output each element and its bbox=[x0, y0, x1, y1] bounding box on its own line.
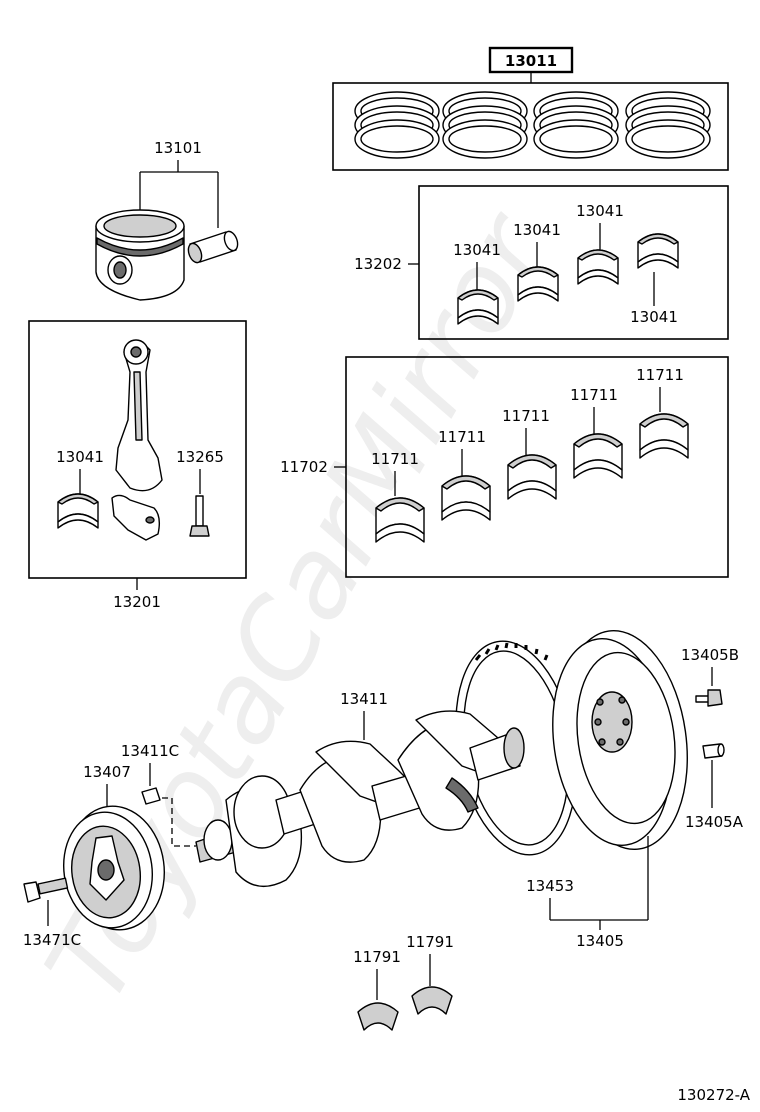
rod-bearing-set[interactable]: 13202 13041 13041 13041 13041 bbox=[354, 185, 729, 340]
ring-set-box bbox=[332, 82, 729, 171]
pulley-bolt-icon bbox=[23, 877, 69, 903]
pulley-icon bbox=[62, 805, 166, 931]
label-piston[interactable]: 13101 bbox=[154, 139, 202, 157]
thrust-washer-a-icon bbox=[357, 1002, 399, 1031]
crankshaft[interactable]: 13411 bbox=[195, 690, 525, 888]
pulley-bolt[interactable]: 13471C bbox=[23, 877, 81, 949]
label-crankshaft[interactable]: 13411 bbox=[340, 690, 388, 708]
label-pulley[interactable]: 13407 bbox=[83, 763, 131, 781]
label-main-bearing-set[interactable]: 11702 bbox=[280, 458, 328, 476]
label-thrust-washer-a[interactable]: 11791 bbox=[353, 948, 401, 966]
crank-key[interactable]: 13411C bbox=[121, 742, 196, 847]
label-conrod-assembly[interactable]: 13201 bbox=[113, 593, 161, 611]
flywheel-pin-icon bbox=[702, 743, 725, 759]
thrust-washer-a[interactable]: 11791 bbox=[353, 948, 401, 1031]
thrust-washer-b[interactable]: 11791 bbox=[406, 933, 454, 1015]
conrod-bolt-icon bbox=[189, 495, 210, 537]
flywheel-bolt-icon bbox=[695, 689, 723, 707]
piston-icon bbox=[95, 209, 185, 301]
conrod-bearing-icon bbox=[57, 493, 99, 529]
crankshaft-icon bbox=[195, 710, 525, 888]
label-rod-bearing-b[interactable]: 13041 bbox=[513, 221, 561, 239]
piston-ring-set[interactable]: 13011 bbox=[332, 46, 729, 171]
label-main-bearing-c[interactable]: 11711 bbox=[502, 407, 550, 425]
flywheel-pin[interactable]: 13405A bbox=[685, 743, 744, 831]
piston-rings-icon bbox=[354, 91, 711, 159]
label-flywheel-pin[interactable]: 13405A bbox=[685, 813, 744, 831]
label-flywheel-bolt[interactable]: 13405B bbox=[681, 646, 739, 664]
label-conrod-bolt[interactable]: 13265 bbox=[176, 448, 224, 466]
label-rod-bearing-d[interactable]: 13041 bbox=[630, 308, 678, 326]
conrod-assembly[interactable]: 13041 13265 13201 bbox=[28, 320, 247, 611]
label-rod-bearing-c[interactable]: 13041 bbox=[576, 202, 624, 220]
label-main-bearing-e[interactable]: 11711 bbox=[636, 366, 684, 384]
label-ring-gear[interactable]: 13453 bbox=[526, 877, 574, 895]
label-crank-key[interactable]: 13411C bbox=[121, 742, 179, 760]
figure-code: 130272-A bbox=[677, 1086, 750, 1104]
label-piston-ring-set[interactable]: 13011 bbox=[505, 52, 557, 70]
crank-key-icon bbox=[141, 787, 161, 805]
flywheel-icon bbox=[552, 630, 688, 850]
flywheel-bolt[interactable]: 13405B bbox=[681, 646, 739, 707]
main-bearing-shells-icon bbox=[375, 413, 689, 543]
crankshaft-pulley[interactable]: 13407 bbox=[56, 763, 172, 936]
label-main-bearing-a[interactable]: 11711 bbox=[371, 450, 419, 468]
flywheel[interactable]: 13405 bbox=[540, 622, 701, 950]
main-bearing-set[interactable]: 11702 11711 11711 11711 11711 11711 bbox=[280, 356, 729, 578]
label-conrod-bearing[interactable]: 13041 bbox=[56, 448, 104, 466]
label-flywheel[interactable]: 13405 bbox=[576, 932, 624, 950]
piston-pin-icon bbox=[187, 230, 239, 264]
label-main-bearing-d[interactable]: 11711 bbox=[570, 386, 618, 404]
conrod-icon bbox=[111, 339, 163, 541]
label-main-bearing-b[interactable]: 11711 bbox=[438, 428, 486, 446]
piston[interactable]: 13101 bbox=[95, 139, 240, 301]
label-rod-bearing-set[interactable]: 13202 bbox=[354, 255, 402, 273]
part-number-box bbox=[488, 46, 574, 74]
label-rod-bearing-a[interactable]: 13041 bbox=[453, 241, 501, 259]
label-pulley-bolt[interactable]: 13471C bbox=[23, 931, 81, 949]
rod-bearing-shells-icon bbox=[457, 233, 679, 325]
ring-gear-teeth-icon bbox=[474, 642, 549, 661]
label-thrust-washer-b[interactable]: 11791 bbox=[406, 933, 454, 951]
thrust-washer-b-icon bbox=[411, 986, 453, 1015]
rod-bearing-box bbox=[418, 185, 729, 340]
